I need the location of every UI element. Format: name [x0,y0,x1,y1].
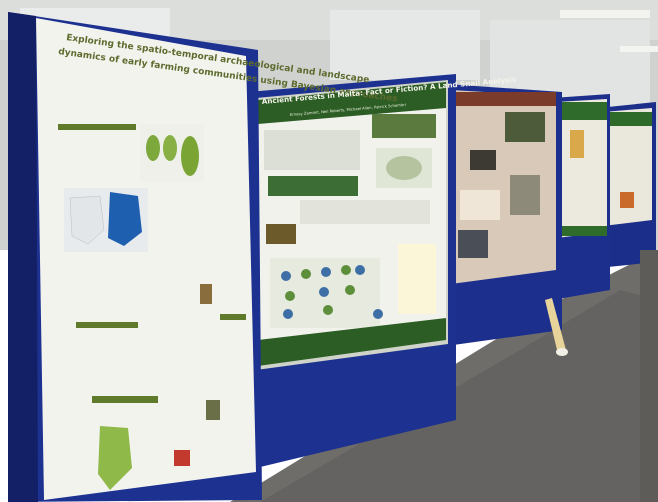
poster-center-pie7 [319,287,329,297]
poster-left-ireland-map [108,192,142,246]
poster-center-pie9 [283,309,293,319]
poster-left-photo1 [200,284,212,304]
poster-board-left-edge [8,12,38,502]
poster-center-pie2 [301,269,311,279]
poster-left-side-header [220,314,246,320]
poster-left [36,18,256,500]
poster-center-pie3 [321,267,331,277]
poster-left-ireland-outline [69,195,105,245]
poster-right2-header [558,102,607,120]
window-center [330,10,480,80]
poster-right-header [452,92,556,106]
poster-left-bottom-map [98,426,132,490]
poster-left-map-green2 [163,135,177,161]
poster-left-section2-header [76,322,138,328]
poster-center-text-block2 [300,200,430,224]
poster-far-right [603,108,652,226]
poster-right2-map [570,130,584,158]
ceiling-light-2 [620,46,658,52]
poster-right-photo2 [470,150,496,170]
poster-right-text [460,190,500,220]
poster-center-title-band [258,82,446,124]
poster-center-pie1 [281,271,291,281]
poster-center-footer [258,318,446,366]
poster-left-photo2 [206,400,220,420]
poster-right-photo1 [505,112,545,142]
poster-center-snail-photo [266,224,296,244]
poster-center-pie10 [323,305,333,315]
poster-center-pie11 [373,309,383,319]
poster-center-text-block1 [264,130,360,170]
poster-center-photo [372,114,436,138]
poster-center-pie8 [345,285,355,295]
poster-center-island [386,156,422,180]
poster-tube [545,298,566,354]
ceiling-light [560,10,650,18]
right-edge-shadow [640,250,658,502]
poster-far-right-map [620,192,634,208]
poster-right-photo4 [458,230,488,258]
poster-left-logo [174,450,190,466]
poster-left-section3-header [92,396,158,403]
poster-center-pie4 [341,265,351,275]
poster-center-pie5 [355,265,365,275]
poster-center-side-box [398,244,436,314]
poster-left-section-header [58,124,136,130]
poster-right2-footer [556,226,607,236]
poster-right-photo3 [510,175,540,215]
poster-tube-end [556,348,568,356]
poster-right2 [556,99,607,238]
poster-center-pie6 [285,291,295,301]
poster-center-table [268,176,358,196]
poster-far-right-header [605,112,652,126]
poster-left-map-green3 [181,136,199,176]
poster-left-map-green1 [146,135,160,161]
